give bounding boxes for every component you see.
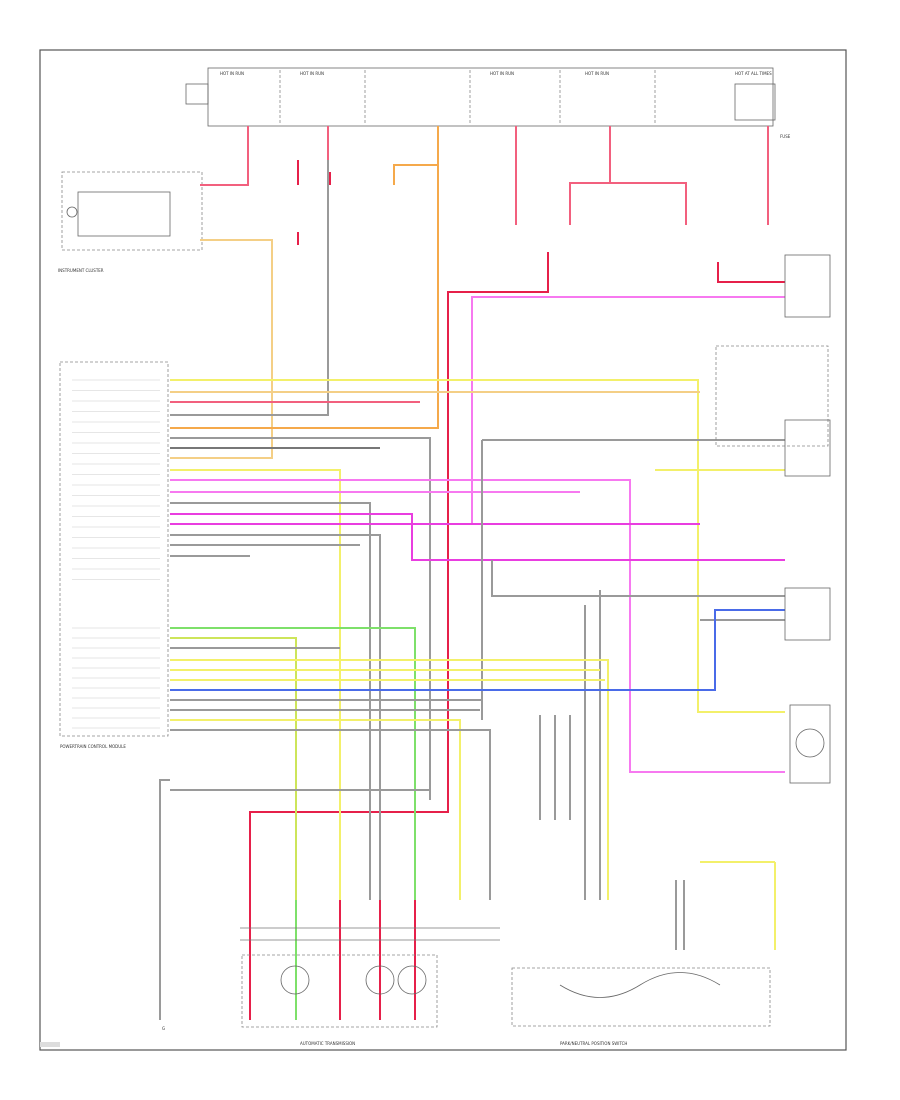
automatic-transmission-label: AUTOMATIC TRANSMISSION <box>300 1041 355 1046</box>
instrument-cluster-label: INSTRUMENT CLUSTER <box>58 268 104 273</box>
pcm-label: POWERTRAIN CONTROL MODULE <box>60 744 126 749</box>
diagram-tag <box>40 1042 60 1047</box>
right-components <box>715 254 831 784</box>
fuse-label: HOT IN RUN <box>220 71 244 76</box>
pcm-pin-rows <box>72 379 160 729</box>
wires <box>159 126 785 1020</box>
top-fuse-labels: HOT IN RUN HOT IN RUN HOT IN RUN HOT IN … <box>220 71 791 139</box>
diagram-frame <box>39 49 847 1051</box>
top-fuse-blocks <box>185 67 776 127</box>
instrument-cluster: INSTRUMENT CLUSTER <box>58 171 203 273</box>
bottom-components: AUTOMATIC TRANSMISSION PARK/NEUTRAL POSI… <box>162 927 771 1046</box>
park-neutral-switch-label: PARK/NEUTRAL POSITION SWITCH <box>560 1041 627 1046</box>
fuse-label: HOT IN RUN <box>490 71 514 76</box>
ground-label: G <box>162 1026 165 1031</box>
fuse-label: HOT IN RUN <box>585 71 609 76</box>
fuse-label: HOT IN RUN <box>300 71 324 76</box>
fuse-label: FUSE <box>780 134 791 139</box>
powertrain-control-module: POWERTRAIN CONTROL MODULE <box>59 361 169 749</box>
fuse-label: HOT AT ALL TIMES <box>735 71 772 76</box>
